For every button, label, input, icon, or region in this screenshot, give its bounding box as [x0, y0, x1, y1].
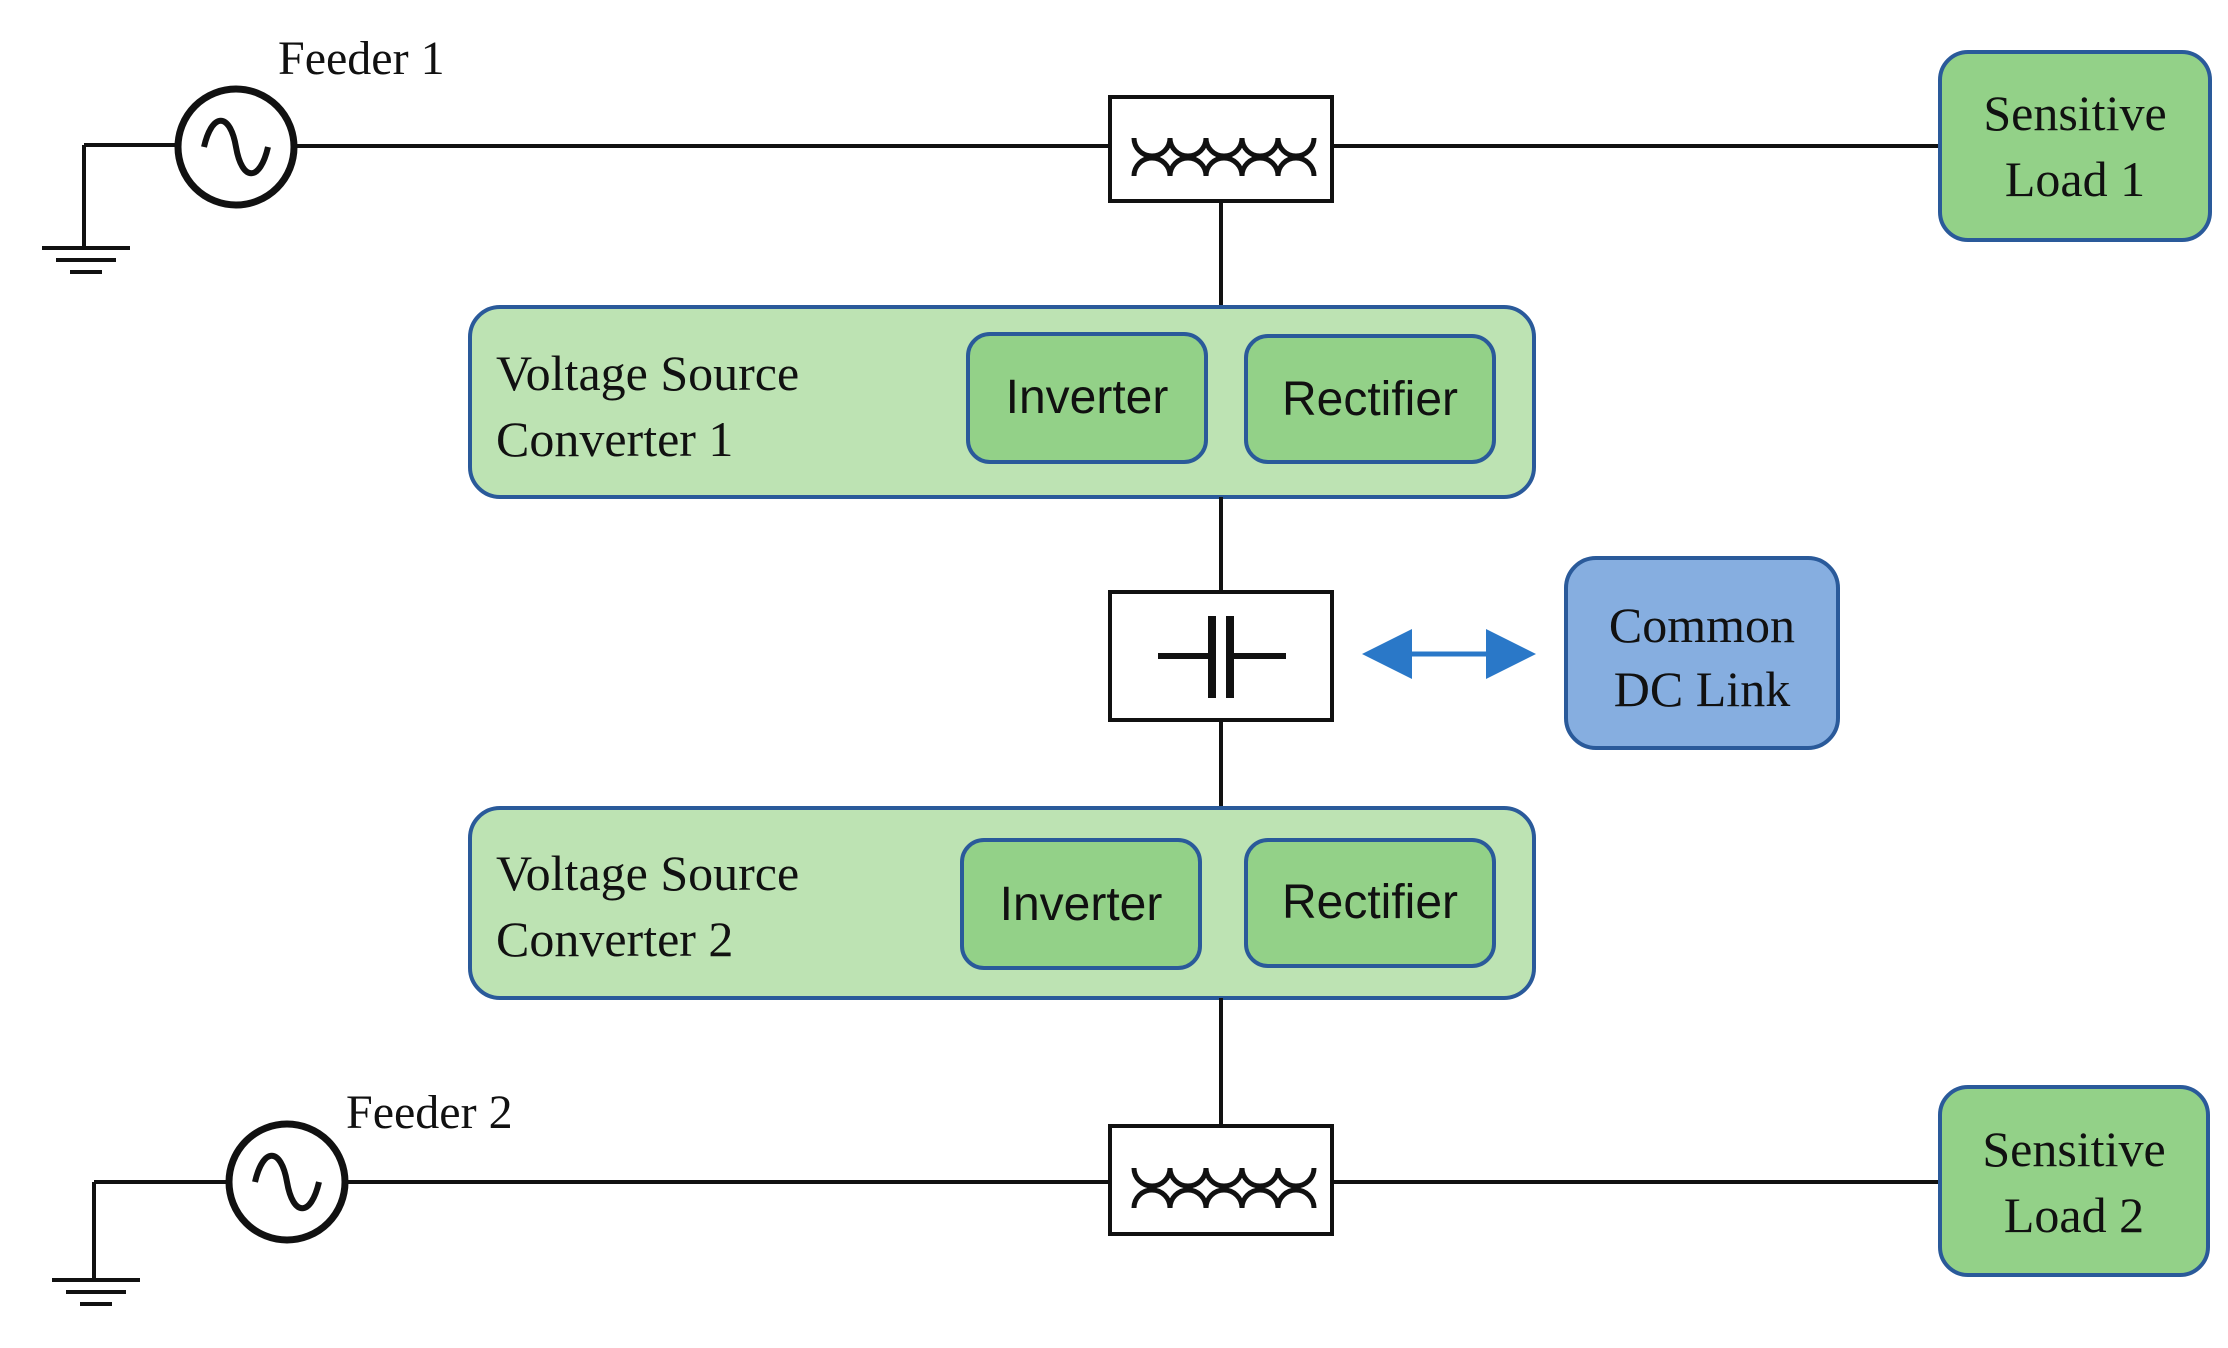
sensitive-load-2: Sensitive Load 2 — [1938, 1085, 2210, 1277]
transformer-2-icon — [1108, 1124, 1334, 1236]
sensitive-load-1: Sensitive Load 1 — [1938, 50, 2212, 242]
vsc-2-inverter: Inverter — [960, 838, 1202, 970]
common-dc-link: Common DC Link — [1564, 556, 1840, 750]
feeder-2-group: Feeder 2 Sensitive Load 2 — [52, 1085, 2210, 1306]
voltage-source-converter-1: Voltage Source Converter 1 Inverter Rect… — [468, 305, 1536, 499]
feeder-2-label: Feeder 2 — [346, 1086, 513, 1139]
ac-source-icon — [174, 85, 298, 209]
dc-link-line2: DC Link — [1614, 661, 1790, 717]
ac-source-icon — [225, 1120, 349, 1244]
voltage-source-converter-2: Voltage Source Converter 2 Inverter Rect… — [468, 806, 1536, 1000]
feeder-1-label: Feeder 1 — [278, 32, 445, 85]
vsc-2-line2: Converter 2 — [496, 911, 733, 967]
vsc-1-line2: Converter 1 — [496, 411, 733, 467]
transformer-1-icon — [1108, 95, 1334, 203]
vsc-2-rectifier-label: Rectifier — [1282, 876, 1458, 929]
vsc-1-rectifier-label: Rectifier — [1282, 373, 1458, 426]
capacitor-icon — [1108, 590, 1334, 722]
ground-icon — [42, 143, 176, 274]
load-1-line2: Load 1 — [2005, 151, 2145, 207]
vsc-1-line1: Voltage Source — [496, 345, 799, 401]
vsc-2-inverter-label: Inverter — [1000, 878, 1163, 931]
load-2-line2: Load 2 — [2004, 1187, 2144, 1243]
dc-link-line1: Common — [1609, 597, 1795, 653]
load-2-line1: Sensitive — [1982, 1121, 2165, 1177]
vsc-2-rectifier: Rectifier — [1244, 838, 1496, 968]
vsc-2-line1: Voltage Source — [496, 845, 799, 901]
load-1-line1: Sensitive — [1983, 85, 2166, 141]
feeder-1-group: Feeder 1 Sensitive Load 1 — [42, 32, 2212, 274]
vsc-1-rectifier: Rectifier — [1244, 334, 1496, 464]
ground-icon — [52, 1180, 228, 1306]
vsc-1-inverter: Inverter — [966, 332, 1208, 464]
vsc-1-inverter-label: Inverter — [1006, 371, 1169, 424]
